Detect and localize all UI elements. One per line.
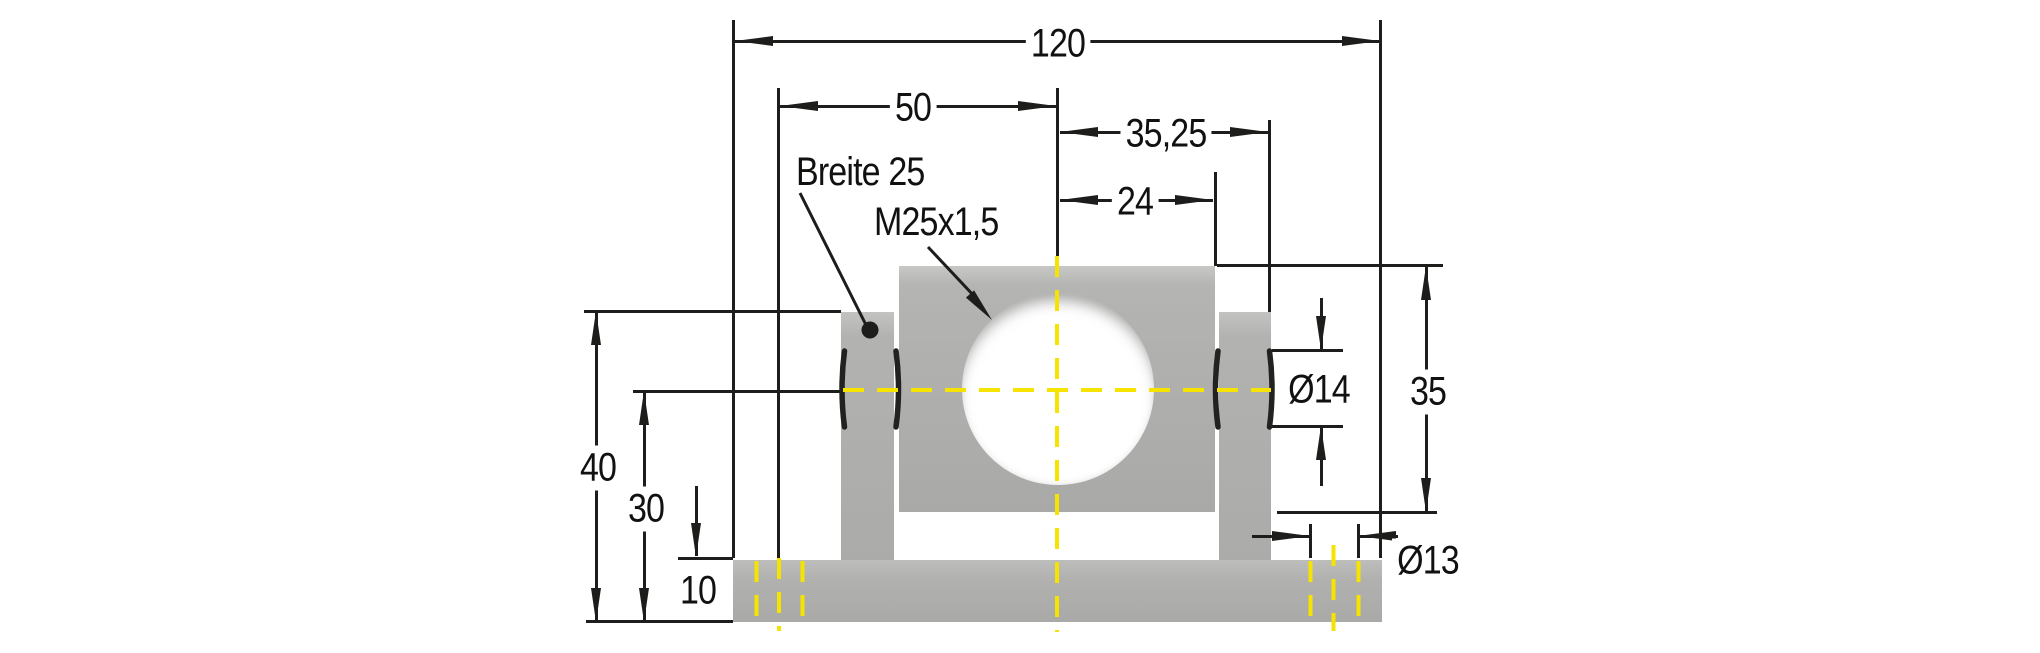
arrowhead-d13-right [1358, 531, 1396, 541]
dim-bracket-d14-top [1272, 349, 1343, 352]
note-breite-label: Breite 25 [796, 150, 925, 194]
arrowhead-10 [691, 523, 701, 557]
arrowhead-30-top [639, 391, 649, 425]
arrowhead-50-right [1018, 101, 1056, 111]
dim-10-label: 10 [674, 568, 722, 614]
arrowhead-40-top [591, 311, 601, 345]
leader-line-breite [798, 192, 869, 328]
ext-line-35-top [1217, 264, 1443, 267]
ext-line-30-top [633, 390, 841, 393]
arrowhead-3525-right [1230, 127, 1268, 137]
arrowhead-120-left [735, 36, 773, 46]
arrowhead-24-left [1060, 195, 1098, 205]
arrowhead-d14-bottom [1316, 426, 1326, 460]
left-support-column [841, 312, 894, 560]
arrowhead-3525-left [1060, 127, 1098, 137]
dim-120-label: 120 [1025, 21, 1091, 67]
dim-50-label: 50 [889, 85, 937, 131]
arrowhead-d13-left [1272, 531, 1310, 541]
arrowhead-50-left [780, 101, 818, 111]
arrowhead-d14-top [1316, 316, 1326, 350]
dim-3525-label: 35,25 [1120, 111, 1212, 157]
ext-line-center [1056, 88, 1059, 256]
ext-line-35-bottom [1277, 511, 1437, 514]
ext-line-120-right [1379, 20, 1382, 558]
arrowhead-30-bottom [639, 588, 649, 622]
dim-d14-label: Ø14 [1283, 367, 1355, 413]
dim-30-label: 30 [622, 486, 670, 532]
ext-line-40-top [584, 310, 841, 313]
ext-line-24-right [1214, 172, 1217, 266]
threaded-bore-circle [962, 293, 1154, 485]
arrowhead-120-right [1342, 36, 1380, 46]
pin-arc-right-inner [1212, 348, 1221, 430]
ext-line-base-bottom [586, 620, 733, 623]
dim-24-label: 24 [1111, 179, 1159, 225]
ext-line-3525-right [1268, 120, 1271, 312]
ext-tick-hole-left [1309, 524, 1312, 558]
arrowhead-35-top [1421, 266, 1431, 300]
arrowhead-40-bottom [591, 588, 601, 622]
arrowhead-24-right [1175, 195, 1213, 205]
ext-line-50-left [777, 88, 780, 558]
base-plate [733, 560, 1382, 622]
right-support-column [1219, 312, 1271, 560]
ext-tick-hole-right [1357, 524, 1360, 558]
dim-d13-label: Ø13 [1392, 538, 1464, 584]
ext-line-10-top [678, 557, 733, 560]
dim-line-10 [695, 486, 698, 556]
dim-35-label: 35 [1404, 369, 1452, 415]
ext-line-120-left [732, 20, 735, 558]
note-thread-label: M25x1,5 [874, 200, 999, 244]
arrowhead-35-bottom [1421, 478, 1431, 512]
dim-40-label: 40 [574, 445, 622, 491]
dim-bracket-d14-bottom [1272, 425, 1343, 428]
